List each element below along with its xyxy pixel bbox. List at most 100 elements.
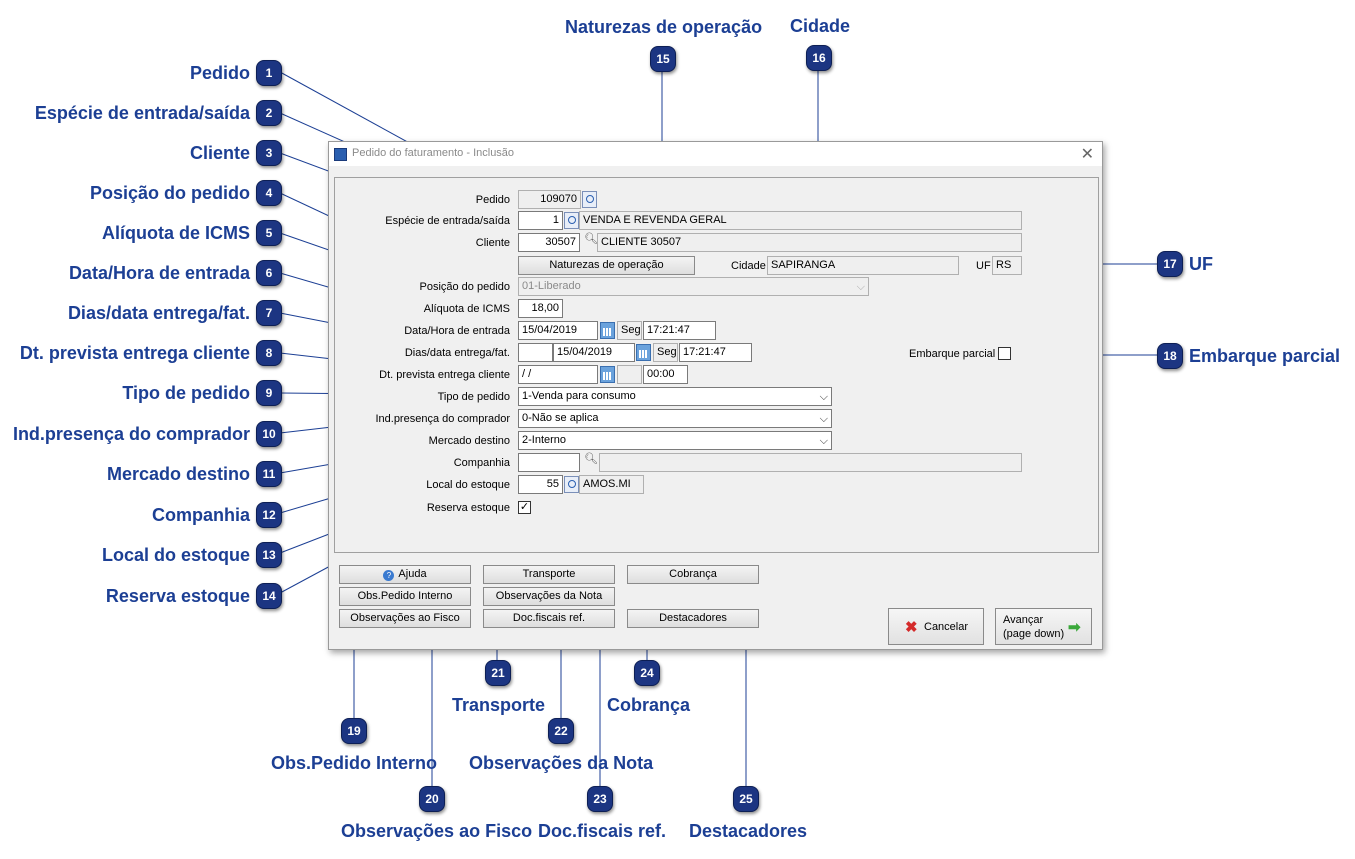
callout-label-obs-interno: Obs.Pedido Interno xyxy=(271,753,438,773)
destacadores-button[interactable]: Destacadores xyxy=(627,609,759,628)
reserva-checkbox[interactable]: ✓ xyxy=(518,501,531,514)
hora-prevista-input[interactable]: 00:00 xyxy=(643,365,688,384)
tipo-pedido-select[interactable]: 1-Venda para consumo ⌵ xyxy=(518,387,832,406)
chevron-down-icon: ⌵ xyxy=(856,281,865,293)
companhia-code-input[interactable] xyxy=(518,453,580,472)
callout-label-pedido: Pedido xyxy=(189,63,250,83)
callout-badge-14: 14 xyxy=(256,583,282,609)
companhia-search-icon[interactable]: 🔍︎ xyxy=(584,453,598,465)
uf-label: UF xyxy=(976,260,991,272)
dias-data-label: Dias/data entrega/fat. xyxy=(404,347,510,359)
callout-badge-4: 4 xyxy=(256,180,282,206)
avancar-sublabel: (page down) xyxy=(1003,628,1065,640)
help-icon: ? xyxy=(383,570,395,581)
callout-badge-11: 11 xyxy=(256,461,282,487)
weekday-field: Seg xyxy=(653,343,678,362)
callout-label-transporte: Transporte xyxy=(452,695,546,715)
cliente-desc-field: CLIENTE 30507 xyxy=(597,233,1022,252)
local-estoque-code-input[interactable]: 55 xyxy=(518,475,563,494)
form-panel xyxy=(334,177,1099,553)
close-icon[interactable]: ✕ xyxy=(1080,146,1094,163)
data-entrega-input[interactable]: 15/04/2019 xyxy=(553,343,635,362)
transporte-button[interactable]: Transporte xyxy=(483,565,615,584)
callout-badge-19: 19 xyxy=(341,718,367,744)
cancelar-button[interactable]: ✖ Cancelar xyxy=(888,608,984,645)
calendar-icon[interactable] xyxy=(600,322,615,339)
callout-badge-2: 2 xyxy=(256,100,282,126)
chevron-down-icon: ⌵ xyxy=(819,391,828,403)
especie-lookup-icon[interactable] xyxy=(564,212,579,229)
pedido-field: 109070 xyxy=(518,190,581,209)
cliente-search-icon[interactable]: 🔍︎ xyxy=(584,233,598,245)
naturezas-button[interactable]: Naturezas de operação xyxy=(518,256,695,275)
ind-presenca-select[interactable]: 0-Não se aplica⌵ xyxy=(518,409,832,428)
local-estoque-lookup-icon[interactable] xyxy=(564,476,579,493)
tipo-pedido-value: 1-Venda para consumo xyxy=(522,390,636,402)
local-estoque-desc-field: AMOS.MI xyxy=(579,475,644,494)
embarque-label: Embarque parcial xyxy=(909,348,996,360)
callout-badge-17: 17 xyxy=(1157,251,1183,277)
ajuda-button[interactable]: ?Ajuda xyxy=(339,565,471,584)
app-icon xyxy=(334,148,347,161)
callout-label-mercado: Mercado destino xyxy=(106,464,250,484)
ind-presenca-value: 0-Não se aplica xyxy=(522,412,599,424)
cliente-code-input[interactable]: 30507 xyxy=(518,233,580,252)
mercado-select[interactable]: 2-Interno⌵ xyxy=(518,431,832,450)
hora-entrada-input[interactable]: 17:21:47 xyxy=(643,321,716,340)
tipo-pedido-label: Tipo de pedido xyxy=(437,391,510,403)
hora-entrega-input[interactable]: 17:21:47 xyxy=(679,343,752,362)
dias-entrega-input[interactable] xyxy=(518,343,553,362)
companhia-desc-field xyxy=(599,453,1022,472)
embarque-checkbox[interactable] xyxy=(998,347,1011,360)
callout-label-aliquota: Alíquota de ICMS xyxy=(102,223,250,243)
callout-badge-9: 9 xyxy=(256,380,282,406)
callout-label-ind-presenca: Ind.presença do comprador xyxy=(12,424,250,444)
callout-label-local-estoque: Local do estoque xyxy=(101,545,250,565)
callout-badge-13: 13 xyxy=(256,542,282,568)
callout-label-companhia: Companhia xyxy=(151,505,250,525)
pedido-dialog: Pedido do faturamento - Inclusão ✕ Pedid… xyxy=(328,141,1103,650)
data-entrada-input[interactable]: 15/04/2019 xyxy=(518,321,598,340)
cobranca-button[interactable]: Cobrança xyxy=(627,565,759,584)
aliquota-label: Alíquota de ICMS xyxy=(423,303,510,315)
callout-label-cidade: Cidade xyxy=(790,16,851,36)
callout-label-tipo-pedido: Tipo de pedido xyxy=(122,383,250,403)
callout-badge-23: 23 xyxy=(587,786,613,812)
weekday-field xyxy=(617,365,642,384)
especie-desc-field: VENDA E REVENDA GERAL xyxy=(579,211,1022,230)
calendar-icon[interactable] xyxy=(600,366,615,383)
pedido-lookup-icon[interactable] xyxy=(582,191,597,208)
callout-badge-5: 5 xyxy=(256,220,282,246)
avancar-button[interactable]: Avançar (page down) ➡ xyxy=(995,608,1092,645)
dt-prevista-input[interactable]: / / xyxy=(518,365,598,384)
callout-label-obs-nota: Observações da Nota xyxy=(469,753,654,773)
especie-code-input[interactable]: 1 xyxy=(518,211,563,230)
aliquota-input[interactable]: 18,00 xyxy=(518,299,563,318)
callout-badge-20: 20 xyxy=(419,786,445,812)
callout-badge-3: 3 xyxy=(256,140,282,166)
dt-prevista-label: Dt. prevista entrega cliente xyxy=(379,369,510,381)
callout-badge-15: 15 xyxy=(650,46,676,72)
cidade-label: Cidade xyxy=(731,260,766,272)
mercado-label: Mercado destino xyxy=(428,435,510,447)
callout-badge-7: 7 xyxy=(256,300,282,326)
callout-label-cobranca: Cobrança xyxy=(607,695,691,715)
callout-badge-8: 8 xyxy=(256,340,282,366)
reserva-label: Reserva estoque xyxy=(426,502,510,514)
obs-nota-button[interactable]: Observações da Nota xyxy=(483,587,615,606)
local-estoque-label: Local do estoque xyxy=(426,479,510,491)
obs-interno-button[interactable]: Obs.Pedido Interno xyxy=(339,587,471,606)
obs-fisco-button[interactable]: Observações ao Fisco xyxy=(339,609,471,628)
callout-badge-1: 1 xyxy=(256,60,282,86)
doc-fiscais-button[interactable]: Doc.fiscais ref. xyxy=(483,609,615,628)
cancelar-label: Cancelar xyxy=(924,621,969,633)
calendar-icon[interactable] xyxy=(636,344,651,361)
callout-badge-21: 21 xyxy=(485,660,511,686)
callout-label-especie: Espécie de entrada/saída xyxy=(34,103,250,123)
chevron-down-icon: ⌵ xyxy=(819,435,828,447)
posicao-select: 01-Liberado⌵ xyxy=(518,277,869,296)
callout-label-reserva: Reserva estoque xyxy=(105,586,250,606)
callout-label-obs-fisco: Observações ao Fisco xyxy=(341,821,533,841)
callout-label-data-hora: Data/Hora de entrada xyxy=(68,263,250,283)
callout-badge-24: 24 xyxy=(634,660,660,686)
